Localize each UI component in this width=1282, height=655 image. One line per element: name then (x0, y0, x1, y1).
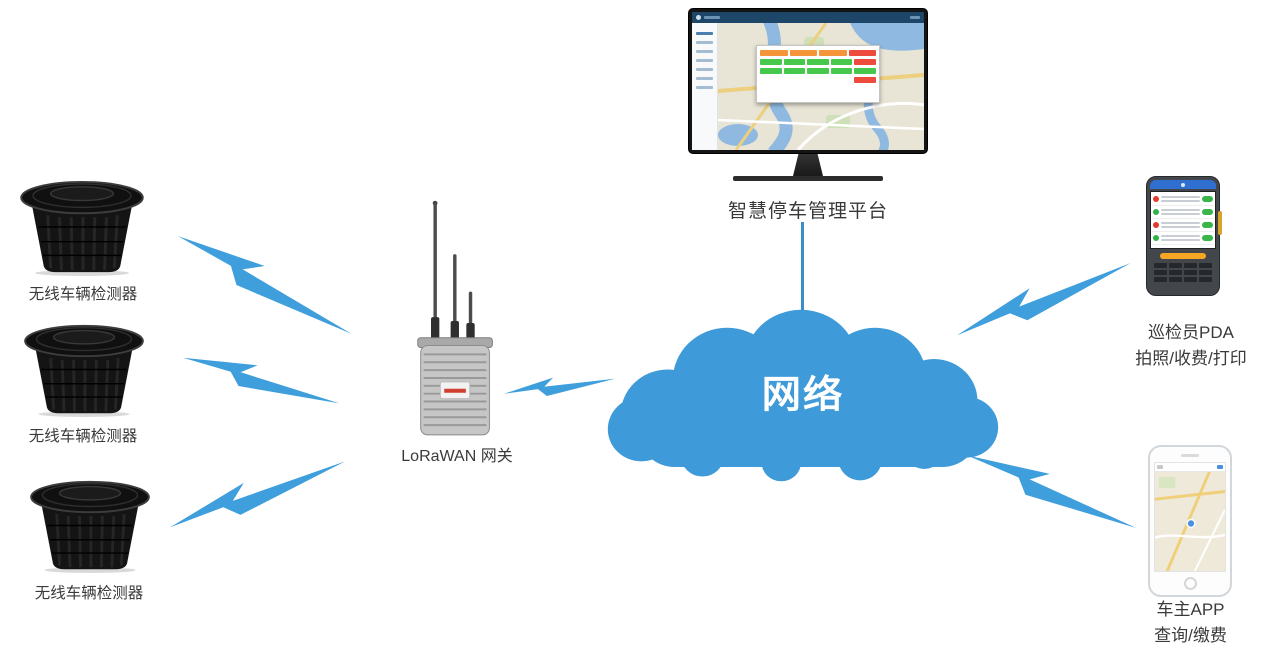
lorawan-gateway-icon (417, 200, 493, 436)
parking-status-popup (756, 45, 880, 103)
phone-locate-icon (1217, 465, 1223, 469)
wireless-bolt-detector3-gateway (164, 460, 352, 531)
vehicle-detector-2 (22, 322, 146, 417)
pda-label-line2: 拍照/收费/打印 (1135, 349, 1247, 368)
pda-label: 巡检员PDA 拍照/收费/打印 (1100, 320, 1282, 372)
detector3-label: 无线车辆检测器 (34, 585, 144, 602)
vehicle-detector-icon (24, 324, 144, 417)
vehicle-detector-icon (20, 180, 144, 276)
pda-screen (1150, 191, 1216, 249)
pda-topband (1150, 180, 1216, 189)
network-cloud-label: 网络 (762, 373, 845, 416)
platform-topbar-menu (704, 16, 720, 19)
pda-scan-button (1159, 253, 1207, 259)
monitor-stand (793, 154, 823, 176)
network-cloud-icon: 网络 (607, 309, 999, 482)
platform-topbar (692, 12, 924, 23)
owner-app-label-line2: 查询/缴费 (1154, 626, 1227, 645)
platform-map (718, 23, 924, 150)
platform-monitor (688, 8, 928, 181)
owner-app-phone (1148, 445, 1232, 597)
phone-map-image (1155, 472, 1225, 571)
pda-label-line1: 巡检员PDA (1148, 323, 1234, 342)
platform-sidebar (692, 23, 718, 150)
network-cloud: 网络 (594, 306, 1008, 486)
monitor-frame (688, 8, 928, 154)
phone-screen (1154, 462, 1226, 572)
phone-home-button (1183, 577, 1197, 590)
phone-menu-icon (1157, 465, 1163, 469)
vehicle-detector-icon (30, 480, 150, 573)
vehicle-detector-1 (18, 178, 146, 276)
owner-app-label-line1: 车主APP (1156, 600, 1225, 619)
gateway-label: LoRaWAN 网关 (401, 448, 513, 465)
phone-top-bezel (1154, 449, 1226, 462)
platform-logo-icon (696, 15, 701, 20)
detector1-label: 无线车辆检测器 (28, 286, 138, 303)
phone-speaker-icon (1181, 454, 1199, 457)
monitor-base (733, 176, 883, 181)
detector2-label: 无线车辆检测器 (28, 428, 138, 445)
lorawan-gateway (404, 198, 512, 446)
pda-device (1146, 176, 1222, 296)
pda-keypad (1150, 263, 1216, 282)
platform-topbar-user (910, 16, 920, 19)
pda-side-button (1218, 211, 1222, 235)
vehicle-detector-3 (28, 478, 152, 573)
phone-app-toolbar (1155, 463, 1225, 472)
monitor-screen (692, 12, 924, 150)
owner-app-label: 车主APP 查询/缴费 (1108, 597, 1273, 649)
platform-cloud-link (801, 222, 804, 318)
pda-camera-icon (1181, 182, 1185, 187)
platform-label: 智慧停车管理平台 (727, 201, 888, 222)
